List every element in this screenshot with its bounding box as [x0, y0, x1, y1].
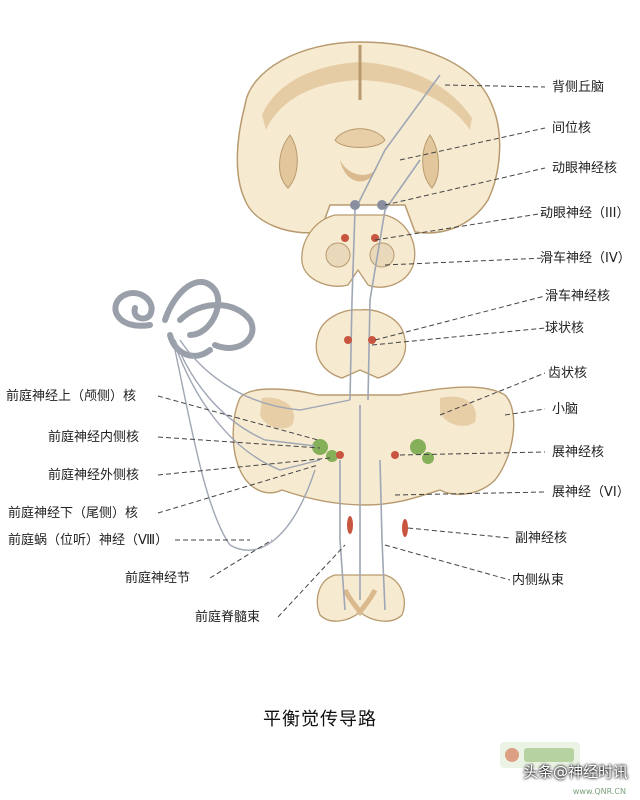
leader-lines-right: [371, 84, 546, 581]
label-superior-vestibular-nucleus: 前庭神经上（颅侧）核: [6, 389, 137, 404]
diagram-title: 平衡觉传导路: [263, 709, 377, 730]
cerebrum-section: [236, 41, 501, 234]
label-medial-longitudinal-fasciculus: 内侧纵束: [512, 573, 565, 588]
label-trochlear-nucleus: 滑车神经核: [545, 289, 611, 304]
vestibular-nerve-fibers: [174, 339, 351, 551]
label-oculomotor-nerve: 动眼神经（III）: [540, 206, 630, 221]
label-cerebellum: 小脑: [552, 402, 579, 417]
watermark-text: 头条@神经时讯: [522, 763, 628, 781]
label-medial-vestibular-nucleus: 前庭神经内侧核: [48, 430, 140, 445]
label-trochlear-nerve: 滑车神经（IV）: [540, 251, 631, 266]
label-lateral-vestibular-nucleus: 前庭神经外侧核: [48, 468, 140, 483]
motor-nuclei: [336, 200, 408, 537]
spinal-cord-section: [316, 574, 405, 622]
label-interstitial-nucleus: 间位核: [552, 121, 592, 136]
label-dentate-nucleus: 齿状核: [548, 366, 588, 381]
label-oculomotor-nucleus: 动眼神经核: [552, 161, 618, 176]
publisher-logo-icon: [500, 742, 580, 768]
label-accessory-nucleus: 副神经核: [515, 531, 568, 546]
site-mark-text: www.QNR.CN: [572, 787, 626, 796]
cerebellum-medulla-section: [232, 386, 515, 506]
label-abducens-nerve: 展神经（VI）: [552, 485, 630, 500]
leader-lines-left: [157, 395, 346, 618]
label-vestibulospinal-tract: 前庭脊髓束: [195, 610, 261, 625]
pons-section: [315, 309, 407, 379]
inner-ear-labyrinth: [112, 279, 256, 359]
label-vestibulocochlear-nerve: 前庭蜗（位听）神经（Ⅷ）: [8, 533, 169, 548]
label-vestibular-ganglion: 前庭神经节: [125, 571, 191, 586]
midbrain-section: [301, 214, 416, 288]
label-globose-nucleus: 球状核: [545, 321, 585, 336]
label-dorsal-thalamus: 背侧丘脑: [552, 80, 605, 95]
label-inferior-vestibular-nucleus: 前庭神经下（尾侧）核: [8, 506, 139, 521]
label-abducens-nucleus: 展神经核: [552, 445, 605, 460]
